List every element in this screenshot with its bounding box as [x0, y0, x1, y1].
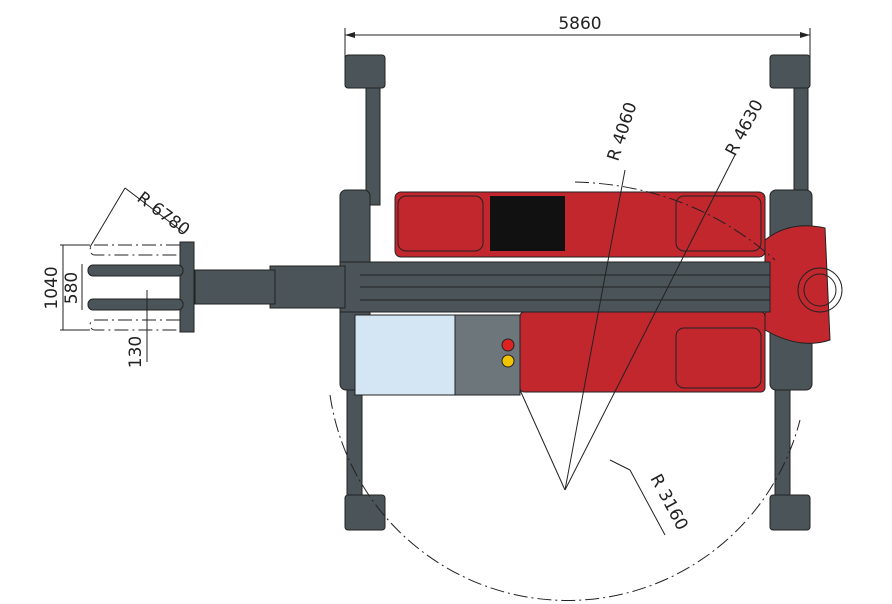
outrigger-front-right — [769, 54, 811, 206]
outrigger-front-left — [344, 54, 386, 206]
boom-nose — [764, 225, 831, 344]
cab-glass — [354, 314, 456, 396]
fork-radius-label: R 6780 — [133, 188, 193, 240]
fork-width-dimensions — [60, 244, 148, 362]
fork-carriage — [87, 241, 195, 333]
outer-boom-radius-label: R 4630 — [722, 97, 768, 160]
tail-radius-label: R 3160 — [646, 471, 692, 534]
outrigger-rear-left — [344, 379, 386, 531]
outrigger-rear-right — [769, 384, 811, 531]
warning-light-icon — [501, 354, 515, 368]
overall-width-label: 5860 — [558, 14, 601, 34]
overall-width-dimension — [344, 28, 811, 60]
fork-outer-width-label: 1040 — [42, 266, 62, 309]
fork-radius-leader — [89, 187, 184, 248]
telescopic-boom — [194, 261, 771, 313]
fork-thickness-label: 130 — [126, 336, 146, 368]
inner-boom-radius-label: R 4060 — [604, 100, 642, 164]
swing-radius-lines — [329, 154, 801, 601]
emergency-stop-icon — [501, 338, 515, 352]
fork-inner-width-label: 580 — [62, 272, 82, 304]
